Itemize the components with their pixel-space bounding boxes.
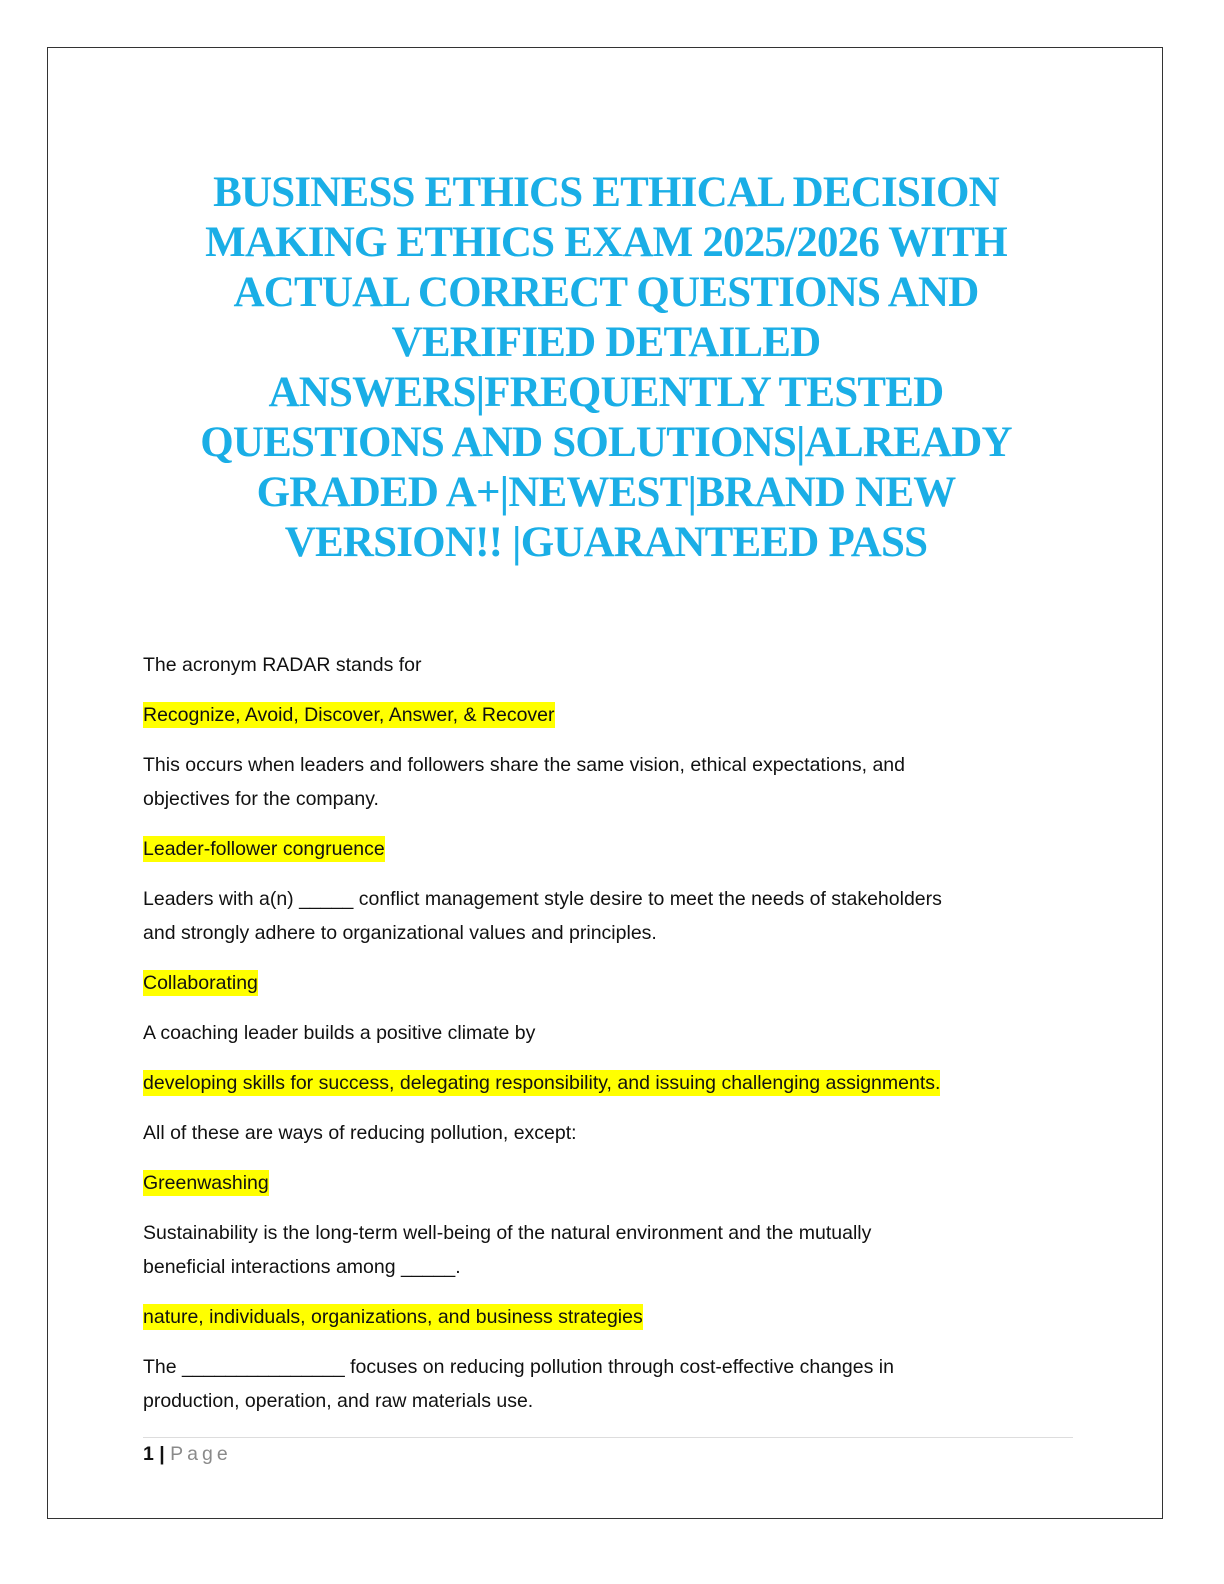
footer-separator: |	[159, 1443, 165, 1465]
question: All of these are ways of reducing pollut…	[143, 1116, 1083, 1150]
question-line: Sustainability is the long-term well-bei…	[143, 1222, 872, 1244]
answer: Recognize, Avoid, Discover, Answer, & Re…	[143, 698, 1083, 732]
title-line: BUSINESS ETHICS ETHICAL DECISION	[213, 169, 1000, 216]
question: This occurs when leaders and followers s…	[143, 748, 1083, 816]
question-line: The acronym RADAR stands for	[143, 654, 422, 676]
question-line: A coaching leader builds a positive clim…	[143, 1022, 536, 1044]
title-line: VERIFIED DETAILED	[391, 319, 822, 366]
page-number: 1	[143, 1443, 154, 1465]
question-line: objectives for the company.	[143, 788, 379, 810]
highlighted-answer: Leader-follower congruence	[143, 836, 385, 862]
question-line: production, operation, and raw materials…	[143, 1390, 534, 1412]
question-line: This occurs when leaders and followers s…	[143, 754, 905, 776]
title-line: ANSWERS|FREQUENTLY TESTED	[268, 369, 945, 416]
answer: Leader-follower congruence	[143, 832, 1083, 866]
question: Sustainability is the long-term well-bei…	[143, 1216, 1083, 1284]
highlighted-answer: Recognize, Avoid, Discover, Answer, & Re…	[143, 702, 555, 728]
question: Leaders with a(n) _____ conflict managem…	[143, 882, 1083, 950]
question-line: The _______________ focuses on reducing …	[143, 1356, 894, 1378]
page-footer: 1 | Page	[143, 1440, 232, 1468]
answer: developing skills for success, delegatin…	[143, 1066, 1083, 1100]
highlighted-answer: developing skills for success, delegatin…	[143, 1070, 941, 1096]
footer-divider	[143, 1437, 1073, 1438]
question-line: Leaders with a(n) _____ conflict managem…	[143, 888, 942, 910]
title-line: ACTUAL CORRECT QUESTIONS AND	[233, 269, 979, 316]
question-line: beneficial interactions among _____.	[143, 1256, 461, 1278]
page-border	[47, 47, 1163, 1519]
question: The _______________ focuses on reducing …	[143, 1350, 1083, 1418]
question-line: All of these are ways of reducing pollut…	[143, 1122, 577, 1144]
question: A coaching leader builds a positive clim…	[143, 1016, 1083, 1050]
highlighted-answer: Greenwashing	[143, 1170, 269, 1196]
highlighted-answer: Collaborating	[143, 970, 258, 996]
question-line: and strongly adhere to organizational va…	[143, 922, 657, 944]
title-line: GRADED A+|NEWEST|BRAND NEW	[256, 469, 957, 516]
title-line: MAKING ETHICS EXAM 2025/2026 WITH	[205, 219, 1008, 266]
document-title: BUSINESS ETHICS ETHICAL DECISION MAKING …	[100, 168, 1112, 568]
highlighted-answer: nature, individuals, organizations, and …	[143, 1304, 643, 1330]
page-label: Page	[170, 1443, 232, 1465]
answer: Collaborating	[143, 966, 1083, 1000]
question-answer-list: The acronym RADAR stands for Recognize, …	[143, 648, 1083, 1434]
title-line: QUESTIONS AND SOLUTIONS|ALREADY	[200, 419, 1012, 466]
title-line: VERSION!! |GUARANTEED PASS	[284, 519, 928, 566]
answer: nature, individuals, organizations, and …	[143, 1300, 1083, 1334]
question: The acronym RADAR stands for	[143, 648, 1083, 682]
answer: Greenwashing	[143, 1166, 1083, 1200]
